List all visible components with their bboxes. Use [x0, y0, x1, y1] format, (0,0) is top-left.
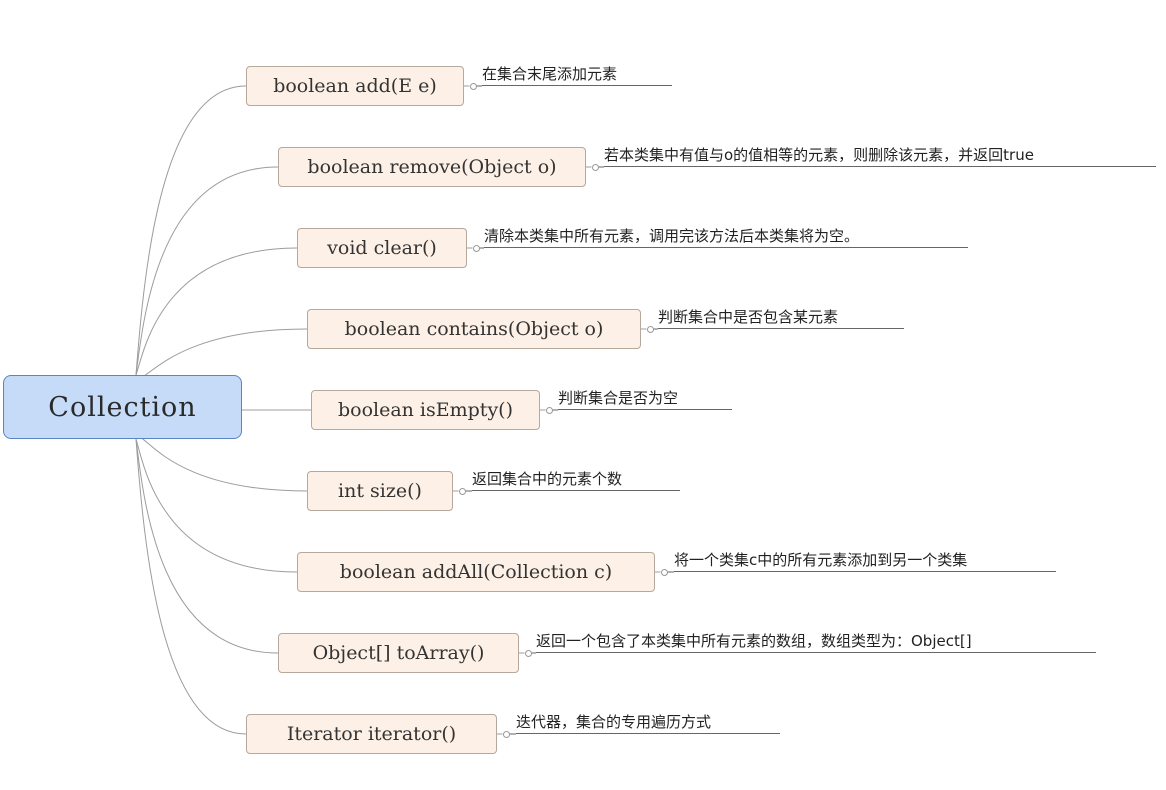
collapse-toggle-icon[interactable] — [502, 730, 510, 738]
collapse-toggle-icon[interactable] — [545, 406, 553, 414]
method-note-toarray: 返回一个包含了本类集中所有元素的数组，数组类型为：Object[] — [536, 631, 1096, 653]
method-node-clear[interactable]: void clear() — [297, 228, 467, 268]
root-branch-connector — [135, 438, 279, 654]
collapse-toggle-icon[interactable] — [472, 244, 480, 252]
method-note-addall: 将一个类集c中的所有元素添加到另一个类集 — [674, 550, 1056, 572]
method-node-iterator[interactable]: Iterator iterator() — [246, 714, 497, 754]
collapse-toggle-icon[interactable] — [469, 82, 477, 90]
method-note-add: 在集合末尾添加元素 — [482, 64, 672, 86]
collapse-toggle-icon[interactable] — [524, 649, 532, 657]
collapse-toggle-icon[interactable] — [660, 568, 668, 576]
method-node-label: Iterator iterator() — [286, 723, 457, 745]
root-branch-connector — [135, 247, 298, 376]
method-node-label: boolean contains(Object o) — [344, 318, 604, 340]
method-node-isempty[interactable]: boolean isEmpty() — [311, 390, 540, 430]
method-node-addall[interactable]: boolean addAll(Collection c) — [297, 552, 655, 592]
method-note-contains: 判断集合中是否包含某元素 — [658, 307, 904, 329]
method-note-iterator: 迭代器，集合的专用遍历方式 — [516, 712, 780, 734]
method-node-label: boolean add(E e) — [273, 75, 437, 97]
method-node-label: int size() — [338, 480, 422, 502]
method-node-toarray[interactable]: Object[] toArray() — [278, 633, 519, 673]
method-note-remove: 若本类集中有值与o的值相等的元素，则删除该元素，并返回true — [604, 145, 1156, 167]
method-node-remove[interactable]: boolean remove(Object o) — [278, 147, 586, 187]
root-branch-connector — [135, 438, 247, 735]
collapse-toggle-icon[interactable] — [458, 487, 466, 495]
method-node-size[interactable]: int size() — [307, 471, 453, 511]
root-node-label: Collection — [48, 391, 197, 423]
root-branch-connector — [135, 328, 308, 379]
root-branch-connector — [135, 85, 247, 376]
method-node-label: void clear() — [327, 237, 437, 259]
method-note-clear: 清除本类集中所有元素，调用完该方法后本类集将为空。 — [484, 226, 968, 248]
root-branch-connector — [135, 436, 308, 492]
root-node-collection[interactable]: Collection — [3, 375, 242, 439]
method-note-size: 返回集合中的元素个数 — [472, 469, 680, 491]
method-note-isempty: 判断集合是否为空 — [558, 388, 732, 410]
collapse-toggle-icon[interactable] — [591, 163, 599, 171]
method-node-add[interactable]: boolean add(E e) — [246, 66, 464, 106]
collapse-toggle-icon[interactable] — [646, 325, 654, 333]
method-node-label: boolean isEmpty() — [337, 399, 514, 421]
root-branch-connector — [135, 438, 298, 573]
method-node-label: boolean addAll(Collection c) — [339, 561, 613, 583]
root-branch-connector — [135, 166, 279, 376]
method-node-label: boolean remove(Object o) — [307, 156, 557, 178]
method-node-label: Object[] toArray() — [312, 642, 485, 664]
method-node-contains[interactable]: boolean contains(Object o) — [307, 309, 641, 349]
